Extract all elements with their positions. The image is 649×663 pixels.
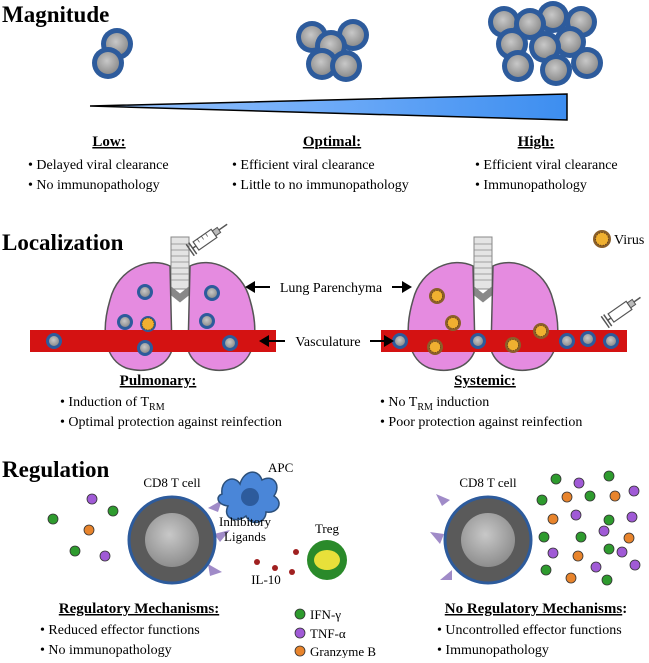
systemic-bullet: • No TRM induction	[380, 395, 489, 413]
tnf-swatch	[294, 627, 306, 639]
localization-title: Localization	[2, 230, 124, 255]
ifn-swatch	[294, 608, 306, 620]
no-regulatory-bullet: • Uncontrolled effector functions	[437, 623, 622, 638]
t-cell	[571, 47, 603, 79]
virus-icon	[505, 337, 521, 353]
virus-icon	[533, 323, 549, 339]
vasculature-left	[30, 330, 276, 352]
virus-icon	[445, 315, 461, 331]
optimal-heading: Optimal:	[303, 134, 361, 150]
trachea-rings	[171, 243, 189, 281]
t-cell	[204, 285, 220, 301]
no-regulatory-bullet: • Immunopathology	[437, 643, 549, 658]
t-cell	[92, 47, 124, 79]
virus-icon	[427, 339, 443, 355]
t-cell	[603, 333, 619, 349]
legend-tnf: TNF-α	[310, 626, 346, 641]
inhibitory-label: Inhibitory	[219, 514, 271, 529]
cd8-t-cell-left	[127, 495, 230, 585]
virus-legend: Virus	[593, 230, 644, 248]
t-cell	[580, 331, 596, 347]
cd8-t-cell-right	[430, 494, 533, 585]
no-regulatory-heading: No Regulatory Mechanisms:	[445, 601, 627, 617]
t-cell	[137, 284, 153, 300]
systemic-heading: Systemic:	[454, 373, 516, 389]
syringe-icon	[185, 223, 228, 257]
regulatory-bullet: • No immunopathology	[40, 643, 172, 658]
cd8-label-right: CD8 T cell	[459, 475, 517, 490]
receptor	[430, 532, 444, 544]
granzyme-swatch	[294, 645, 306, 657]
low-cell-cluster	[92, 28, 133, 79]
regulatory-bullet: • Reduced effector functions	[40, 623, 200, 638]
t-cell	[199, 313, 215, 329]
t-cell	[222, 335, 238, 351]
cytokine-legend: IFN-γ TNF-α Granzyme B	[294, 607, 376, 659]
legend-ifn: IFN-γ	[310, 607, 341, 622]
il10-label: IL-10	[251, 572, 281, 587]
low-bullet: • Delayed viral clearance	[28, 158, 169, 173]
lung-parenchyma-label: Lung Parenchyma	[280, 281, 383, 296]
t-cell	[330, 50, 362, 82]
regulation-title: Regulation	[2, 457, 110, 482]
trachea	[473, 236, 493, 290]
left-cytokines	[47, 493, 119, 562]
t-cell	[117, 314, 133, 330]
high-cell-cluster	[488, 1, 603, 86]
pulmonary-bullet: • Induction of TRM	[60, 395, 165, 413]
t-cell	[514, 8, 546, 40]
t-cell-infected	[140, 316, 156, 332]
magnitude-title: Magnitude	[2, 2, 109, 27]
receptor	[440, 570, 452, 580]
virus-icon	[593, 230, 611, 248]
receptor	[208, 500, 222, 512]
t-cell	[502, 50, 534, 82]
low-heading: Low:	[92, 134, 125, 150]
t-cell	[392, 333, 408, 349]
vasculature-arrows	[259, 335, 394, 347]
lung-parenchyma-arrows	[245, 281, 412, 293]
pulmonary-heading: Pulmonary:	[120, 373, 197, 389]
t-cell	[137, 340, 153, 356]
cd8-label-left: CD8 T cell	[143, 475, 201, 490]
optimal-cell-cluster	[296, 19, 369, 82]
t-cell	[306, 48, 338, 80]
vasculature-label: Vasculature	[295, 335, 360, 350]
high-bullet: • Efficient viral clearance	[475, 158, 618, 173]
treg-cell	[307, 540, 347, 580]
t-cell	[540, 54, 572, 86]
regulatory-heading: Regulatory Mechanisms:	[59, 601, 219, 617]
magnitude-wedge	[89, 93, 568, 121]
high-heading: High:	[518, 134, 555, 150]
pulmonary-bullet: • Optimal protection against reinfection	[60, 415, 282, 430]
virus-icon	[429, 288, 445, 304]
right-cytokines	[536, 470, 641, 586]
receptor	[208, 564, 222, 576]
lung-lobe-right	[490, 261, 559, 371]
ligands-label: Ligands	[224, 529, 266, 544]
high-bullet: • Immunopathology	[475, 178, 587, 193]
t-cell	[470, 333, 486, 349]
lung-lobe-right	[187, 261, 256, 371]
optimal-bullet: • Efficient viral clearance	[232, 158, 375, 173]
t-cell	[559, 333, 575, 349]
treg-label: Treg	[315, 521, 340, 536]
lung-lobe-left	[104, 261, 173, 371]
receptor	[214, 530, 230, 542]
virus-label: Virus	[614, 233, 644, 248]
apc-cell	[217, 471, 280, 524]
il10-dots	[254, 549, 299, 575]
systemic-bullet: • Poor protection against reinfection	[380, 415, 582, 430]
receptor	[436, 494, 450, 506]
lung-lobe-left	[407, 261, 476, 371]
legend-granzyme: Granzyme B	[310, 644, 376, 658]
low-bullet: • No immunopathology	[28, 178, 160, 193]
syringe-icon	[600, 296, 641, 329]
trachea-rings	[474, 243, 492, 281]
t-cell	[46, 333, 62, 349]
apc-label: APC	[268, 460, 293, 475]
optimal-bullet: • Little to no immunopathology	[232, 178, 409, 193]
